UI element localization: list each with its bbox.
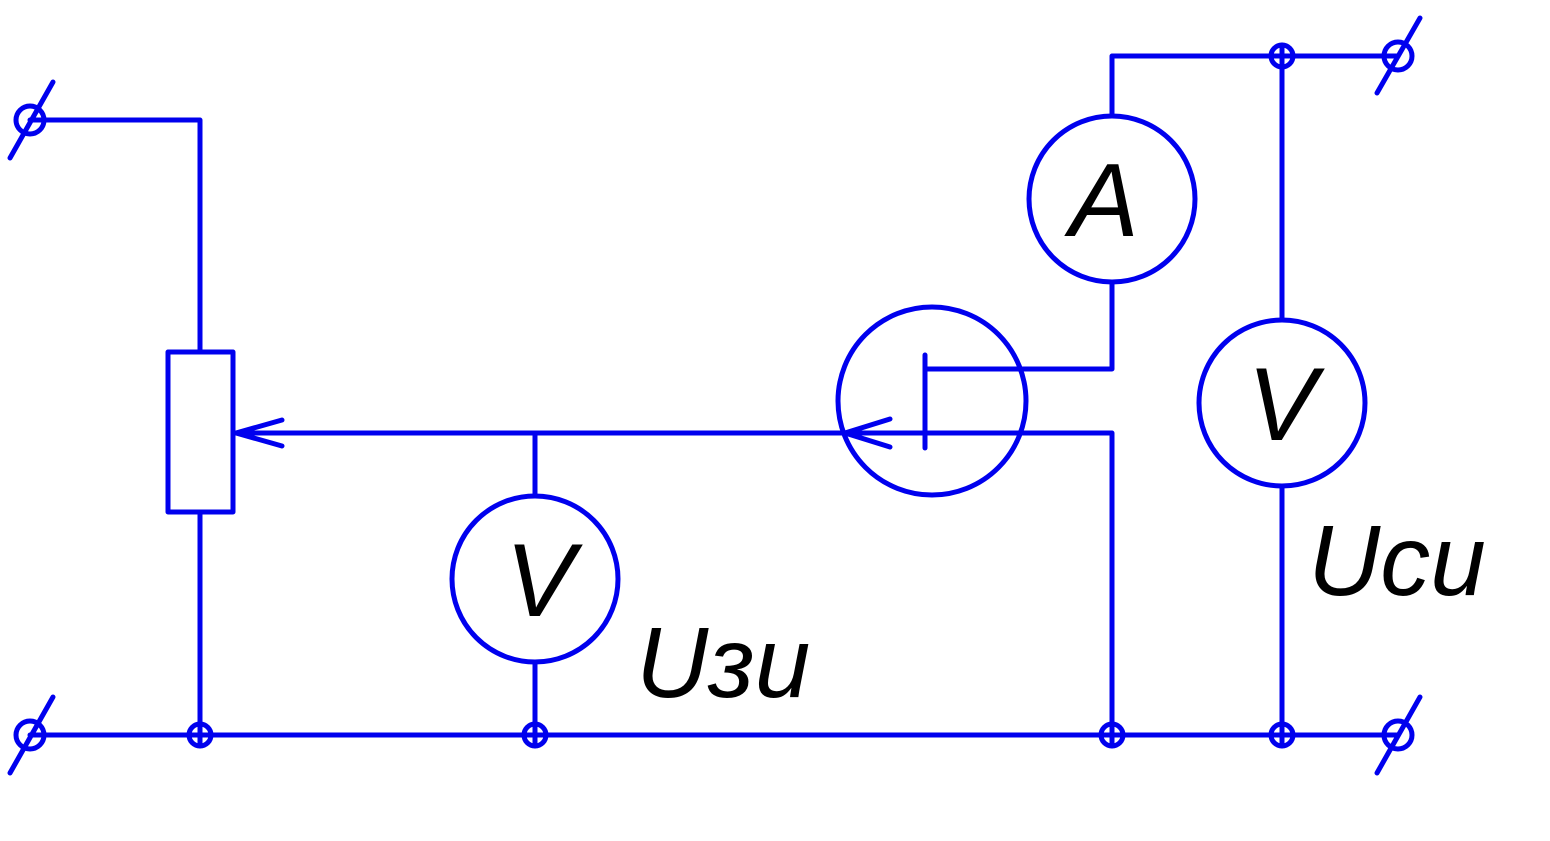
voltmeter-drain-circle xyxy=(1196,317,1368,489)
voltmeter-drain-letter: V xyxy=(1247,347,1325,463)
voltmeter-drain-source: V xyxy=(1196,317,1368,489)
label-gate-source-voltage: Uзu xyxy=(636,607,810,719)
transistor-envelope xyxy=(835,304,1029,498)
terminal-output-top-icon xyxy=(1374,15,1423,96)
voltmeter-gate-letter: V xyxy=(505,523,583,639)
wire-drain xyxy=(922,279,1115,372)
ammeter-circle xyxy=(1026,113,1198,285)
terminal-input-top-icon xyxy=(7,79,56,161)
terminal-output-bottom-icon xyxy=(1374,694,1423,776)
junction-drain-voltmeter-bottom-icon xyxy=(1268,721,1296,749)
label-drain-source-voltage: Ucu xyxy=(1308,505,1486,617)
voltmeter-gate-source: V xyxy=(449,493,621,665)
junction-source-icon xyxy=(1098,721,1126,749)
potentiometer-wiper-arrow xyxy=(233,417,285,449)
ammeter: A xyxy=(1026,113,1198,285)
transistor-gate-arrow xyxy=(842,416,893,450)
wires xyxy=(27,53,1401,738)
wire-source xyxy=(922,430,1115,738)
junction-gate-voltmeter-icon xyxy=(521,721,549,749)
field-effect-transistor-icon xyxy=(835,304,1029,498)
junction-pot-icon xyxy=(186,721,214,749)
potentiometer-body xyxy=(165,349,236,515)
wire-ammeter-top xyxy=(1109,53,1401,119)
junction-drain-voltmeter-top-icon xyxy=(1268,42,1296,70)
ammeter-letter: A xyxy=(1063,143,1138,259)
voltmeter-gate-circle xyxy=(449,493,621,665)
wire-input-top xyxy=(27,117,203,355)
potentiometer-icon xyxy=(165,349,285,515)
terminal-input-bottom-icon xyxy=(7,694,56,776)
